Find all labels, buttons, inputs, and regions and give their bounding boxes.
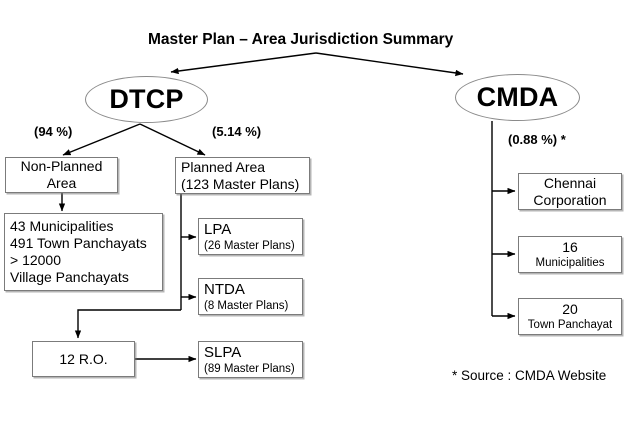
source-note: * Source : CMDA Website xyxy=(452,368,607,383)
node-line: 16 xyxy=(562,239,578,255)
page-title: Master Plan – Area Jurisdiction Summary xyxy=(148,31,454,48)
node-slpa[interactable]: SLPA (89 Master Plans) xyxy=(198,341,303,378)
node-chennai-corporation[interactable]: Chennai Corporation xyxy=(518,173,622,210)
node-line: Village Panchayats xyxy=(10,269,129,285)
node-cmda[interactable]: CMDA xyxy=(455,74,580,121)
percent-label-cmda: (0.88 %) * xyxy=(508,132,566,147)
edge-title-to-cmda xyxy=(315,52,464,77)
node-regional-offices[interactable]: 12 R.O. xyxy=(32,341,135,377)
node-line: SLPA xyxy=(204,343,242,361)
edge-dtcp-to-planned-area xyxy=(139,123,206,156)
node-line: Town Panchayat xyxy=(527,319,613,331)
node-line: 12 R.O. xyxy=(59,350,108,367)
percent-label-dtcp-non-planned: (94 %) xyxy=(34,124,73,139)
node-line: Area xyxy=(46,175,77,191)
node-town-panchayat[interactable]: 20 Town Panchayat xyxy=(518,298,622,335)
node-line: 491 Town Panchayats xyxy=(10,235,147,251)
node-line: LPA xyxy=(204,220,232,238)
node-lpa[interactable]: LPA (26 Master Plans) xyxy=(198,218,303,255)
node-panchayat-counts[interactable]: 43 Municipalities 491 Town Panchayats > … xyxy=(4,213,163,291)
node-dtcp[interactable]: DTCP xyxy=(85,76,208,123)
node-line: 43 Municipalities xyxy=(10,218,114,234)
edge-title-to-dtcp xyxy=(170,52,317,75)
node-ntda[interactable]: NTDA (8 Master Plans) xyxy=(198,278,303,315)
node-municipalities[interactable]: 16 Municipalities xyxy=(518,236,622,273)
node-line: NTDA xyxy=(204,280,245,298)
node-cmda-label: CMDA xyxy=(476,82,559,112)
node-line: (89 Master Plans) xyxy=(204,362,295,375)
node-non-planned-area[interactable]: Non-Planned Area xyxy=(5,157,118,193)
node-line: (123 Master Plans) xyxy=(181,175,300,192)
percent-label-dtcp-planned: (5.14 %) xyxy=(212,124,262,139)
node-line: (8 Master Plans) xyxy=(204,299,289,312)
node-line: > 12000 xyxy=(10,252,61,268)
edge-dtcp-to-non-planned-area xyxy=(62,123,141,156)
node-line: Chennai xyxy=(543,174,597,191)
node-line: Non-Planned xyxy=(20,158,103,174)
node-line: Planned Area xyxy=(181,158,266,175)
node-line: Municipalities xyxy=(535,257,605,269)
node-dtcp-label: DTCP xyxy=(109,84,184,114)
node-line: 20 xyxy=(562,301,578,317)
edge-planned-area-to-regional-offices xyxy=(74,309,181,339)
node-planned-area[interactable]: Planned Area (123 Master Plans) xyxy=(175,157,310,194)
node-line: Corporation xyxy=(533,191,607,208)
node-line: (26 Master Plans) xyxy=(204,239,295,252)
